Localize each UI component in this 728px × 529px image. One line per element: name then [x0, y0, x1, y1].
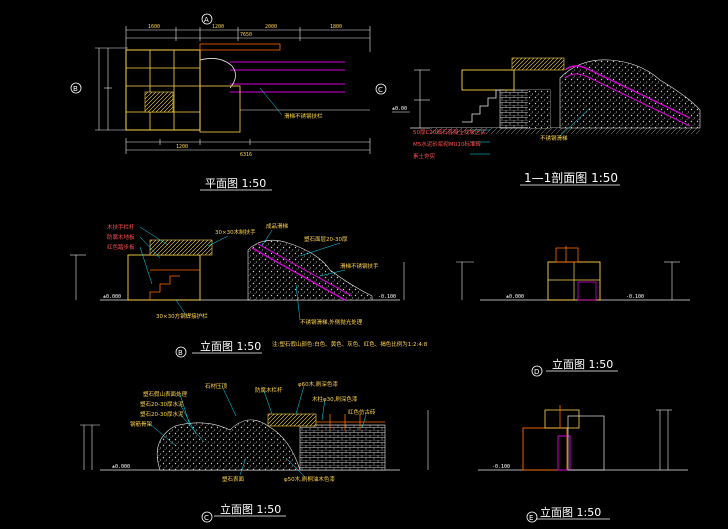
- svg-text:不锈钢滑梯,外侧抛光处理: 不锈钢滑梯,外侧抛光处理: [300, 318, 363, 326]
- plan-side-block: [199, 85, 241, 133]
- plan-marker-north: A: [201, 13, 213, 25]
- elev-b-platform: [127, 254, 201, 301]
- section-note-2: M5水泥砂浆砌MU10标准砖: [413, 140, 482, 148]
- svg-text:B: B: [73, 85, 78, 93]
- plan-slide: [230, 61, 345, 93]
- elev-b-caption: 注:塑石假山颜色:白色、黄色、灰色、红色、褐色比例为1:2:4:8: [272, 340, 428, 348]
- svg-text:滑梯不锈钢扶手: 滑梯不锈钢扶手: [340, 262, 379, 270]
- svg-text:防腐木地板: 防腐木地板: [107, 233, 135, 241]
- svg-text:-0.100: -0.100: [492, 464, 510, 470]
- plan-dimension-texts: 1600 1200 2000 1800 7650 6316 1200: [148, 24, 342, 158]
- elev-d-title: 立面图 1:50: [552, 357, 613, 371]
- svg-text:红色踏步板: 红色踏步板: [107, 243, 135, 251]
- section-1-1-view: 不锈钢滑梯 ±0.00 50厚C20细石混凝土找坡压实 M5水泥砂浆砌MU10标…: [392, 57, 701, 186]
- section-stair: [462, 89, 504, 123]
- svg-text:B: B: [178, 349, 183, 357]
- plan-title: 平面图 1:50: [205, 177, 266, 190]
- section-note-3: 素土夯实: [413, 152, 436, 160]
- section-note-leaders: [470, 129, 490, 155]
- elevation-c-view: 塑石假山表面处理 塑石20-30厚水泥 塑石20-30厚水泥 钢筋骨架 石材压顶…: [80, 380, 429, 523]
- elev-e-title: 立面图 1:50: [540, 505, 601, 519]
- svg-text:-0.100: -0.100: [378, 294, 396, 300]
- svg-text:木柱φ30,刷深色漆: 木柱φ30,刷深色漆: [312, 395, 358, 403]
- svg-text:E: E: [529, 514, 533, 522]
- plan-callout: 滑梯不锈钢扶栏: [284, 112, 323, 120]
- svg-text:6316: 6316: [240, 152, 252, 158]
- section-callout: 不锈钢滑梯: [540, 134, 568, 142]
- svg-text:木扶手栏杆: 木扶手栏杆: [107, 223, 135, 231]
- svg-text:30×30方钢焊接护栏: 30×30方钢焊接护栏: [156, 312, 208, 320]
- plan-stair-hatch: [144, 91, 174, 113]
- plan-view: 1600 1200 2000 1800 7650 6316 1200: [70, 13, 387, 191]
- plan-curved-entry: [199, 58, 236, 89]
- section-title: 1—1剖面图 1:50: [524, 171, 618, 185]
- svg-text:C: C: [204, 514, 209, 522]
- elevation-b-view: 木扶手栏杆 防腐木地板 红色踏步板 30×30木制扶手 成品滑梯 塑石面层20-…: [70, 222, 428, 358]
- svg-text:钢筋骨架: 钢筋骨架: [130, 420, 153, 428]
- elev-b-marker: B: [175, 346, 187, 358]
- svg-text:塑石面层20-30厚: 塑石面层20-30厚: [304, 235, 348, 243]
- elev-c-rock: [156, 419, 301, 471]
- plan-marker-west: B: [70, 82, 82, 94]
- svg-text:1600: 1600: [148, 24, 160, 30]
- elev-c-title: 立面图 1:50: [220, 502, 281, 516]
- svg-text:D: D: [534, 368, 539, 376]
- svg-text:1200: 1200: [176, 144, 188, 150]
- elev-c-brick-wall: [299, 424, 386, 471]
- svg-text:石材压顶: 石材压顶: [205, 382, 228, 390]
- plan-marker-east: C: [375, 83, 387, 95]
- elev-b-stair: [149, 275, 180, 300]
- svg-text:φ50木,刷桐油木色漆: φ50木,刷桐油木色漆: [284, 475, 335, 483]
- section-deck: [511, 57, 565, 71]
- svg-text:-0.100: -0.100: [626, 294, 644, 300]
- elev-c-leaders: [149, 385, 367, 478]
- svg-text:塑石假山表面处理: 塑石假山表面处理: [143, 390, 188, 398]
- section-slide: [564, 65, 691, 119]
- section-platform: [461, 69, 515, 91]
- elev-c-railing: [316, 414, 385, 430]
- svg-text:±0.00: ±0.00: [392, 106, 407, 112]
- plan-dimensions-top: [125, 26, 371, 52]
- elevation-d-view: ±0.000 -0.100 D 立面图 1:50: [456, 246, 690, 377]
- elev-c-deck: [267, 413, 317, 427]
- section-note-1: 50厚C20细石混凝土找坡压实: [413, 128, 486, 136]
- elev-d-marker: D: [531, 365, 543, 377]
- svg-text:防腐木栏杆: 防腐木栏杆: [255, 386, 283, 394]
- elev-c-marker: C: [201, 511, 213, 523]
- elev-e-marker: E: [526, 511, 538, 523]
- svg-text:2000: 2000: [265, 24, 277, 30]
- svg-text:A: A: [204, 16, 209, 24]
- svg-text:塑石表面: 塑石表面: [222, 475, 245, 483]
- svg-text:成品滑梯: 成品滑梯: [266, 222, 289, 230]
- section-rock: [559, 59, 701, 129]
- svg-text:C: C: [378, 86, 383, 94]
- svg-text:7650: 7650: [240, 32, 252, 38]
- plan-platform-grid: [126, 50, 200, 130]
- plan-platform: [125, 49, 201, 131]
- svg-text:30×30木制扶手: 30×30木制扶手: [215, 228, 256, 236]
- plan-dimensions-bottom: [125, 138, 371, 154]
- elev-b-leaders: [139, 226, 346, 321]
- svg-text:塑石20-30厚水泥: 塑石20-30厚水泥: [140, 410, 184, 418]
- svg-text:φ60木,刷深色漆: φ60木,刷深色漆: [298, 380, 338, 388]
- svg-text:塑石20-30厚水泥: 塑石20-30厚水泥: [140, 400, 184, 408]
- plan-wall-band-top: [199, 43, 281, 51]
- plan-dimensions-left: [95, 47, 128, 131]
- svg-text:±0.000: ±0.000: [103, 294, 121, 300]
- elev-b-title: 立面图 1:50: [200, 339, 261, 353]
- elev-b-slide: [251, 247, 346, 301]
- svg-text:±0.000: ±0.000: [112, 464, 130, 470]
- svg-text:1800: 1800: [330, 24, 342, 30]
- svg-text:±0.000: ±0.000: [506, 294, 524, 300]
- svg-text:1200: 1200: [212, 24, 224, 30]
- svg-text:红色仿古砖: 红色仿古砖: [348, 408, 376, 416]
- elevation-e-view: -0.100 E 立面图 1:50: [478, 405, 688, 523]
- elev-e-slide: [557, 435, 571, 471]
- elev-e-body: [522, 427, 568, 471]
